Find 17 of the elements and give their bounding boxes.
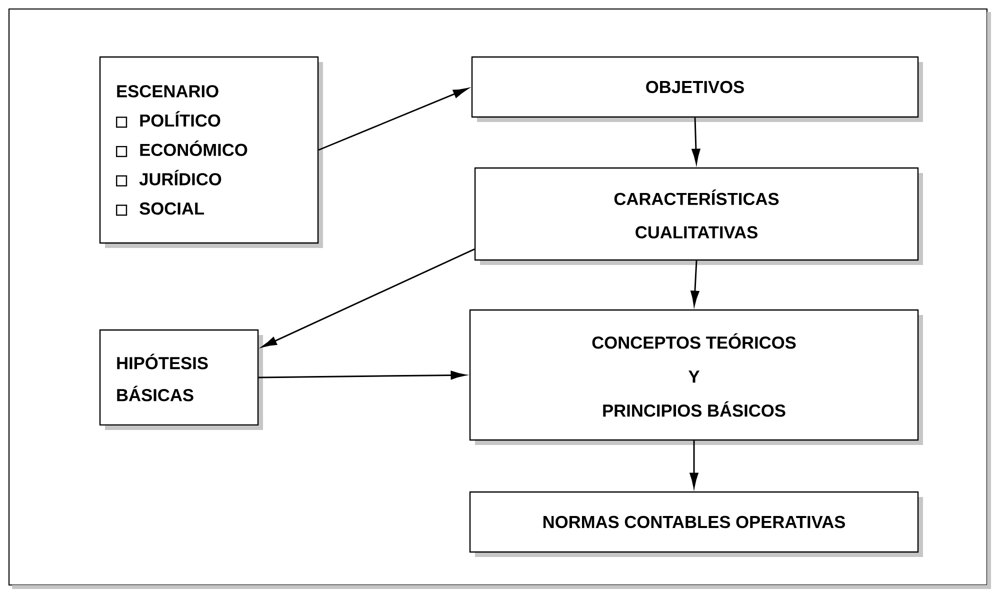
arrow <box>690 260 700 306</box>
process-box <box>99 56 323 248</box>
list-item: POLÍTICO <box>140 111 220 127</box>
list-item: ECONÓMICO <box>140 140 248 156</box>
arrow <box>692 118 700 164</box>
list-item: SOCIAL <box>140 202 204 215</box>
process-box: OBJETIVOS <box>471 56 923 122</box>
arrow <box>262 248 475 348</box>
process-box: NORMAS CONTABLES OPERATIVAS <box>469 491 923 557</box>
box-heading: ESCENARIO <box>117 85 218 98</box>
arrow <box>258 370 466 380</box>
arrow <box>690 440 698 488</box>
process-box: CONCEPTOS TEÓRICOS Y PRINCIPIOS BÁSICOS <box>469 309 923 445</box>
process-box: HIPÓTESIS BÁSICAS <box>99 329 263 430</box>
list-item: JURÍDICO <box>139 170 222 186</box>
arrow <box>318 88 468 151</box>
process-box: CARACTERÍSTICAS CUALITATIVAS <box>474 167 923 265</box>
